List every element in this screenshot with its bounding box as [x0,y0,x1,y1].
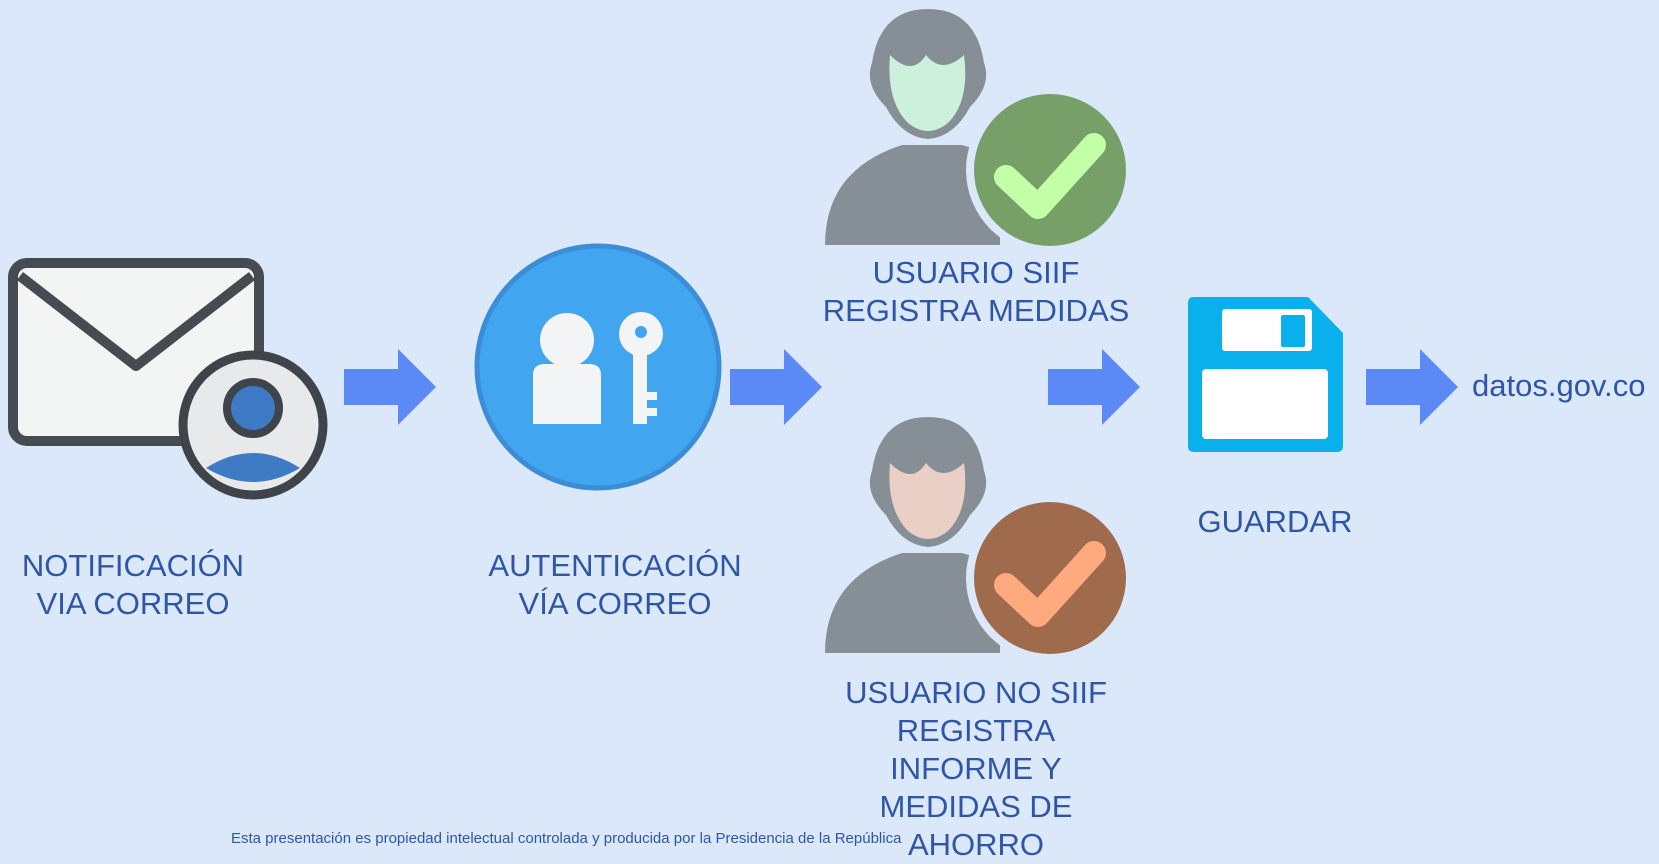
step-notification-label: NOTIFICACIÓN VIA CORREO [21,548,245,621]
destination-label: datos.gov.co [1472,368,1646,403]
user-key-icon [474,243,722,491]
user-check-green-icon [825,9,1134,254]
arrow-right-icon [344,349,436,425]
step-save-label: GUARDAR [1197,504,1353,539]
footer-disclaimer: Esta presentación es propiedad intelectu… [231,830,902,847]
mail-user-icon [8,258,328,500]
step-non-siif-user-label: USUARIO NO SIIF REGISTRA INFORME Y MEDID… [845,675,1107,862]
arrow-right-icon [1366,349,1458,425]
arrow-right-icon [1048,349,1140,425]
step-siif-user-label: USUARIO SIIF REGISTRA MEDIDAS [822,255,1130,328]
arrow-right-icon [730,349,822,425]
floppy-disk-icon [1188,297,1343,452]
user-check-orange-icon [825,417,1134,662]
step-authentication-label: AUTENTICACIÓN VÍA CORREO [488,548,742,621]
